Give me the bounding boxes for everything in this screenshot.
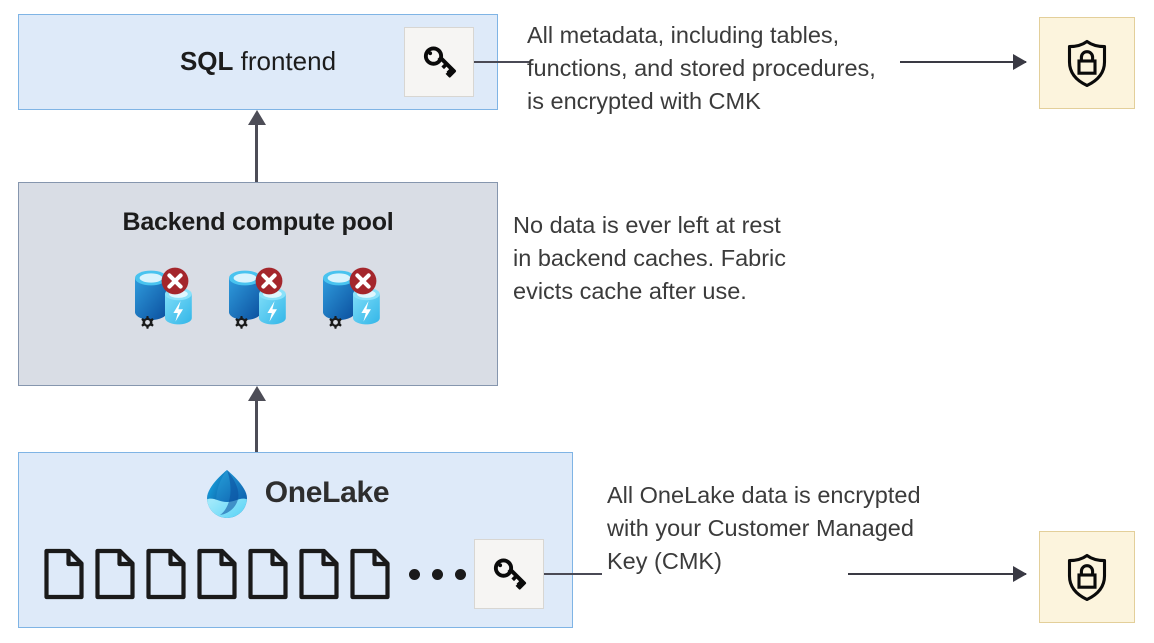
file-icon [248,548,288,600]
cache-disabled-icon [135,267,192,329]
onelake-encryption-note: All OneLake data is encrypted with your … [607,482,921,574]
file-icon [350,548,390,600]
onelake-key-connector-line [544,573,602,575]
onelake-file-row [42,548,527,600]
backend-cache-note: No data is ever left at rest in backend … [513,212,787,304]
ellipsis-dot [455,568,466,580]
sql-frontend-title: SQL frontend [18,46,498,77]
onelake-to-backend-arrow [255,399,258,452]
file-icon [44,548,84,600]
onelake-to-shield-arrow [848,573,1026,575]
file-icon [95,548,135,600]
sql-title-rest: frontend [233,46,337,76]
file-icon [146,548,186,600]
onelake-key-chip[interactable] [474,539,544,609]
shield-lock-icon [1067,553,1107,602]
sql-key-connector-line [474,61,530,63]
onelake-shield-chip[interactable] [1039,531,1135,623]
onelake-wordmark: OneLake [264,476,390,509]
sql-key-chip[interactable] [404,27,474,97]
sql-to-shield-arrow [900,61,1026,63]
cache-disabled-icon [229,267,286,329]
file-icon [299,548,339,600]
ellipsis-dot [409,568,420,580]
key-icon [493,558,527,590]
backend-compute-pool-title: Backend compute pool [122,208,394,236]
file-ellipsis [399,568,476,580]
backend-to-sql-arrow [255,123,258,182]
shield-lock-icon [1067,39,1107,88]
sql-shield-chip[interactable] [1039,17,1135,109]
onelake-brand: OneLake [18,468,573,518]
ellipsis-dot [432,568,443,580]
cache-node-row [18,264,498,334]
sql-title-bold: SQL [179,46,234,76]
sql-encryption-note: All metadata, including tables, function… [527,22,876,114]
onelake-logo [206,470,247,518]
key-icon [423,46,457,78]
cache-disabled-icon [323,267,380,329]
file-icon [197,548,237,600]
